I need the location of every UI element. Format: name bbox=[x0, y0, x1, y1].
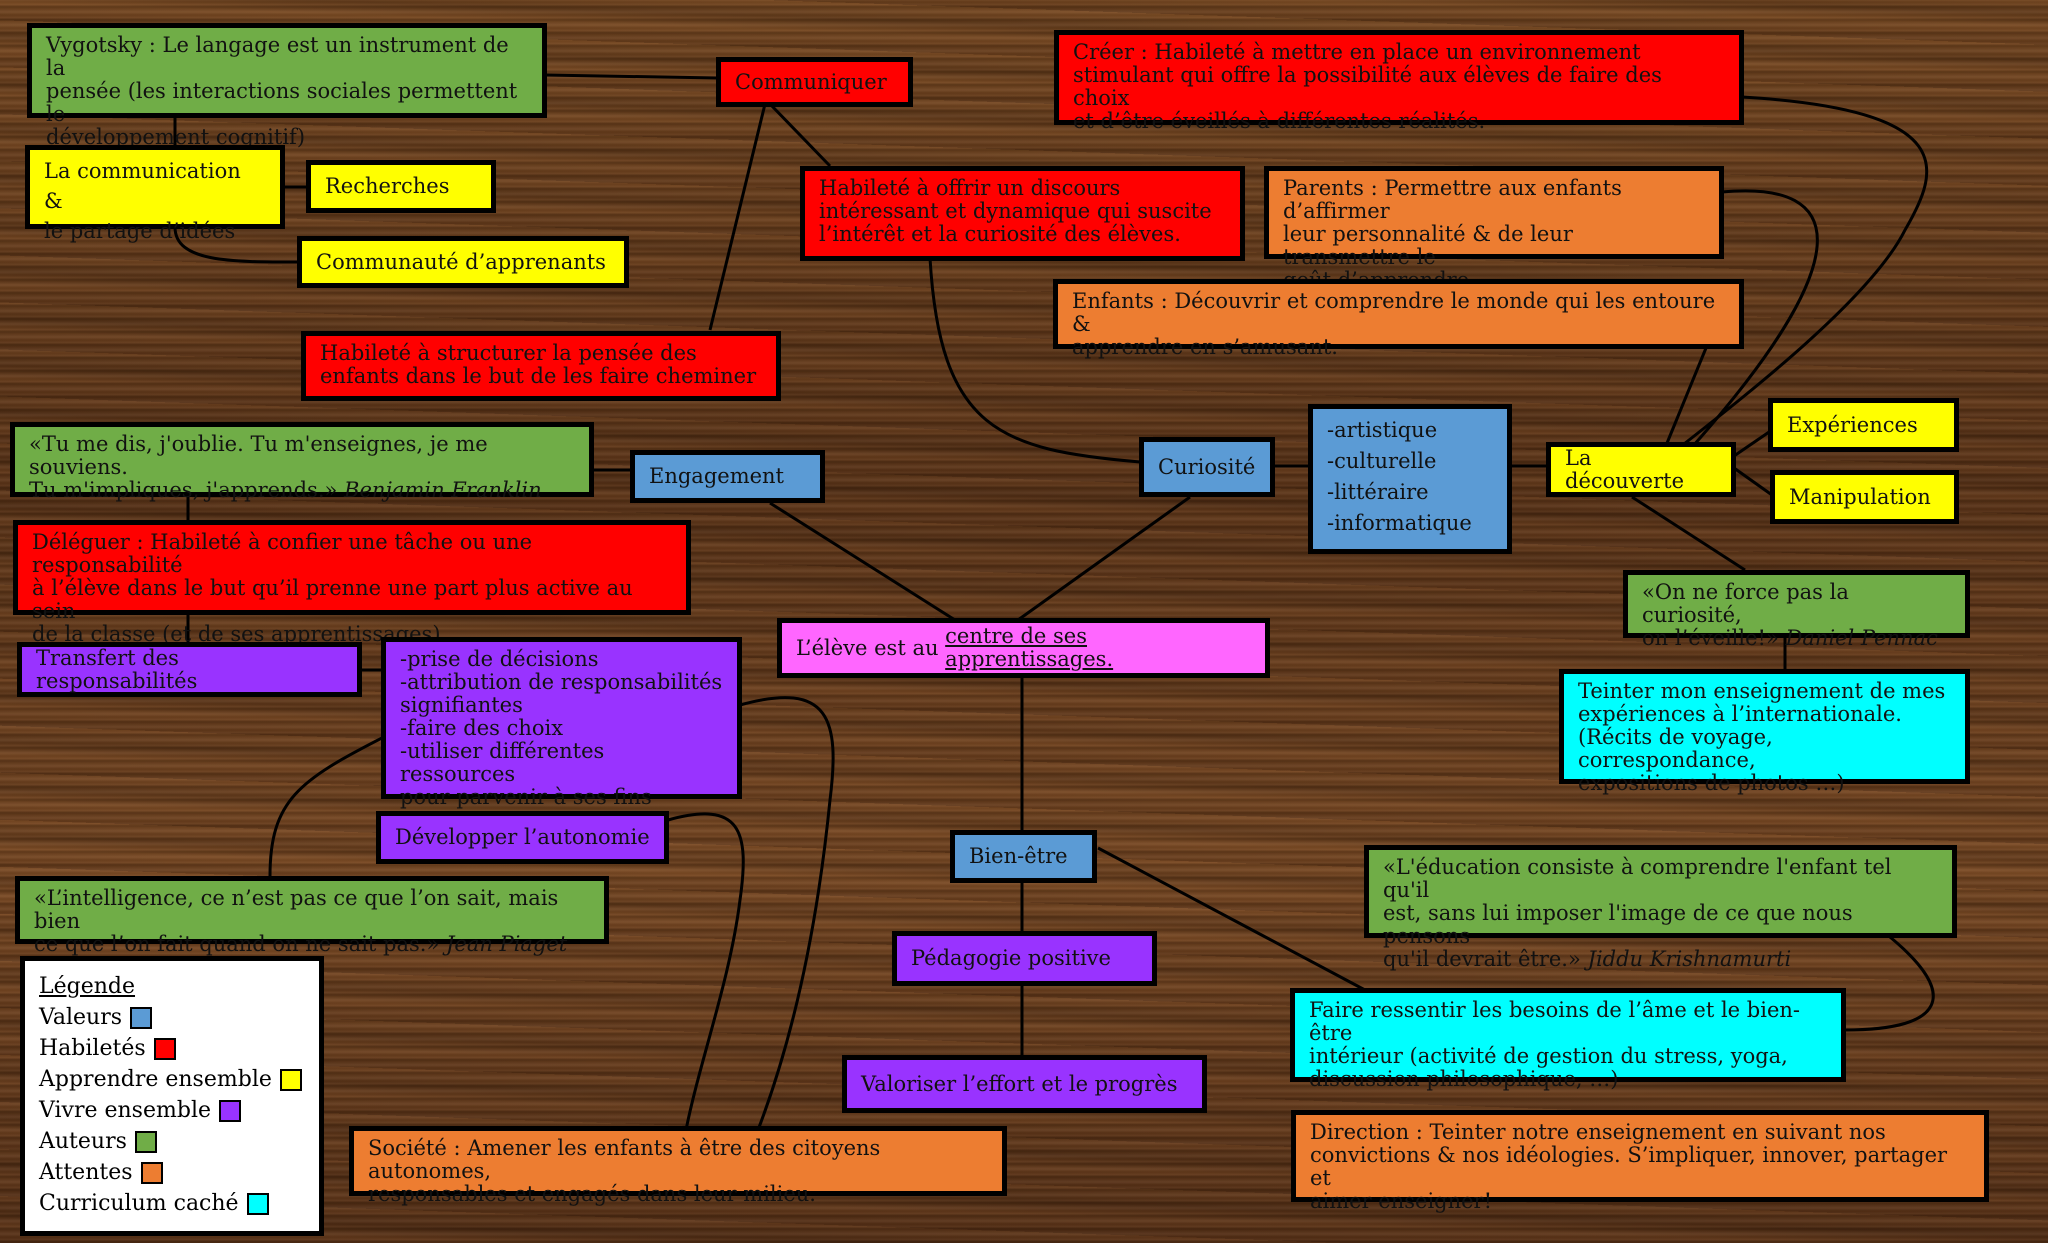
piaget-author: Jean Piaget bbox=[445, 932, 568, 956]
direction-text: Direction : Teinter notre enseignement e… bbox=[1310, 1120, 1948, 1213]
bien-etre-text: Bien-être bbox=[969, 844, 1068, 868]
manipulation-text: Manipulation bbox=[1789, 484, 1931, 509]
node-communaute: Communauté d’apprenants bbox=[297, 236, 629, 288]
node-curiosite-list: -artistique -culturelle -littéraire -inf… bbox=[1308, 404, 1512, 554]
node-manipulation: Manipulation bbox=[1770, 470, 1959, 524]
node-communication-partage: La communication & le partage d’idées bbox=[25, 145, 285, 243]
node-parents: Parents : Permettre aux enfants d’affirm… bbox=[1264, 166, 1724, 292]
link-enfants-decouverte bbox=[1663, 347, 1708, 449]
creer-text: Créer : Habileté à mettre en place un en… bbox=[1073, 40, 1662, 133]
pennac-quote: «On ne force pas la curiosité, on l’évei… bbox=[1642, 580, 1849, 650]
link-decouverte-experiences bbox=[1733, 428, 1773, 458]
link-engagement-centre bbox=[769, 501, 956, 622]
node-direction: Direction : Teinter notre enseignement e… bbox=[1291, 1110, 1989, 1213]
curiosite-text: Curiosité bbox=[1158, 454, 1256, 479]
curiosite-list-text: -artistique -culturelle -littéraire -inf… bbox=[1327, 418, 1472, 535]
node-transfert: Transfert des responsabilités bbox=[17, 642, 362, 697]
responsabilites-list-text: -prise de décisions -attribution de resp… bbox=[400, 647, 723, 809]
node-piaget: «L’intelligence, ce n’est pas ce que l’o… bbox=[15, 876, 609, 956]
node-deleguer: Déléguer : Habileté à confier une tâche … bbox=[13, 520, 691, 646]
node-krishnamurti: «L'éducation consiste à comprendre l'enf… bbox=[1364, 845, 1957, 971]
experiences-text: Expériences bbox=[1787, 412, 1918, 437]
krishnamurti-quote: «L'éducation consiste à comprendre l'enf… bbox=[1383, 855, 1892, 971]
societe-text: Société : Amener les enfants à être des … bbox=[368, 1136, 881, 1206]
link-list-societe bbox=[739, 696, 835, 1131]
piaget-quote: «L’intelligence, ce n’est pas ce que l’o… bbox=[34, 886, 559, 956]
legend-item-habiletes: Habiletés bbox=[39, 1033, 305, 1064]
franklin-quote: «Tu me dis, j'oublie. Tu m'enseignes, je… bbox=[29, 432, 488, 502]
link-communiquer-structurer bbox=[708, 103, 767, 331]
link-curiosite-centre bbox=[1017, 495, 1191, 622]
communiquer-text: Communiquer bbox=[735, 69, 887, 94]
node-discours: Habileté à offrir un discours intéressan… bbox=[800, 166, 1245, 261]
node-autonomie: Développer l’autonomie bbox=[376, 811, 669, 864]
legend-item-curriculum-cache: Curriculum caché bbox=[39, 1188, 305, 1219]
pennac-author: Daniel Pennac bbox=[1785, 626, 1938, 650]
legend-swatch-apprendre-ensemble bbox=[279, 1068, 302, 1091]
engagement-text: Engagement bbox=[649, 464, 784, 488]
legend-swatch-auteurs bbox=[134, 1130, 157, 1153]
pedagogie-positive-text: Pédagogie positive bbox=[911, 946, 1111, 970]
node-valoriser: Valoriser l’effort et le progrès bbox=[842, 1055, 1207, 1113]
legend: Légende Valeurs Habiletés Apprendre ense… bbox=[20, 956, 324, 1236]
node-recherches: Recherches bbox=[306, 160, 496, 213]
node-decouverte: La découverte bbox=[1546, 442, 1736, 497]
node-teinter-international: Teinter mon enseignement de mes expérien… bbox=[1559, 669, 1970, 795]
deleguer-text: Déléguer : Habileté à confier une tâche … bbox=[32, 530, 633, 646]
legend-item-auteurs: Auteurs bbox=[39, 1126, 305, 1157]
krishnamurti-author: Jiddu Krishnamurti bbox=[1587, 947, 1792, 971]
link-decouverte-manipulation bbox=[1733, 466, 1773, 497]
node-communiquer: Communiquer bbox=[716, 57, 913, 107]
valoriser-text: Valoriser l’effort et le progrès bbox=[861, 1071, 1178, 1096]
centre-prefix: L’élève est au bbox=[796, 635, 946, 660]
node-pennac: «On ne force pas la curiosité, on l’évei… bbox=[1623, 570, 1970, 650]
legend-swatch-habiletes bbox=[153, 1037, 176, 1060]
node-centre[interactable]: L’élève est au centre de ses apprentissa… bbox=[777, 618, 1270, 678]
legend-swatch-vivre-ensemble bbox=[219, 1099, 241, 1122]
vygotsky-text: Vygotsky : Le langage est un instrument … bbox=[46, 33, 518, 149]
legend-item-valeurs: Valeurs bbox=[39, 1002, 305, 1033]
node-bien-etre: Bien-être bbox=[950, 830, 1097, 883]
faire-ressentir-text: Faire ressentir les besoins de l’âme et … bbox=[1309, 998, 1800, 1091]
teinter-international-text: Teinter mon enseignement de mes expérien… bbox=[1578, 679, 1946, 795]
node-vygotsky: Vygotsky : Le langage est un instrument … bbox=[27, 23, 547, 149]
discours-text: Habileté à offrir un discours intéressan… bbox=[819, 176, 1212, 246]
communication-partage-text: La communication & le partage d’idées bbox=[44, 159, 241, 243]
legend-item-vivre-ensemble: Vivre ensemble bbox=[39, 1095, 305, 1126]
node-pedagogie-positive: Pédagogie positive bbox=[892, 931, 1157, 986]
node-societe: Société : Amener les enfants à être des … bbox=[349, 1126, 1007, 1206]
decouverte-text: La découverte bbox=[1565, 445, 1684, 493]
autonomie-text: Développer l’autonomie bbox=[395, 825, 650, 849]
centre-link[interactable]: centre de ses apprentissages. bbox=[945, 624, 1114, 671]
link-decouverte-pennac bbox=[1631, 495, 1746, 572]
legend-swatch-curriculum-cache bbox=[246, 1192, 269, 1215]
node-franklin: «Tu me dis, j'oublie. Tu m'enseignes, je… bbox=[10, 422, 594, 502]
parents-text: Parents : Permettre aux enfants d’affirm… bbox=[1283, 176, 1622, 292]
legend-title: Légende bbox=[39, 974, 136, 999]
recherches-text: Recherches bbox=[325, 174, 450, 198]
node-responsabilites-list: -prise de décisions -attribution de resp… bbox=[381, 637, 742, 809]
legend-swatch-valeurs bbox=[130, 1006, 153, 1029]
enfants-text: Enfants : Découvrir et comprendre le mon… bbox=[1072, 289, 1716, 359]
structurer-text: Habileté à structurer la pensée des enfa… bbox=[320, 341, 757, 388]
communaute-text: Communauté d’apprenants bbox=[316, 249, 606, 274]
node-experiences: Expériences bbox=[1768, 398, 1959, 452]
franklin-author: Benjamin Franklin bbox=[344, 478, 542, 502]
link-communiquer-discours bbox=[768, 102, 832, 168]
node-engagement: Engagement bbox=[630, 450, 825, 503]
legend-swatch-attentes bbox=[140, 1161, 163, 1184]
link-autonomie-societe bbox=[667, 812, 745, 1131]
link-list-piaget bbox=[268, 736, 383, 877]
node-enfants: Enfants : Découvrir et comprendre le mon… bbox=[1053, 279, 1744, 359]
legend-item-apprendre-ensemble: Apprendre ensemble bbox=[39, 1064, 305, 1095]
node-structurer: Habileté à structurer la pensée des enfa… bbox=[301, 331, 781, 401]
legend-item-attentes: Attentes bbox=[39, 1157, 305, 1188]
node-creer: Créer : Habileté à mettre en place un en… bbox=[1054, 30, 1744, 133]
link-vygotsky-communiquer bbox=[544, 73, 719, 80]
transfert-text: Transfert des responsabilités bbox=[36, 645, 198, 693]
node-faire-ressentir: Faire ressentir les besoins de l’âme et … bbox=[1290, 988, 1846, 1091]
node-curiosite: Curiosité bbox=[1139, 437, 1275, 497]
